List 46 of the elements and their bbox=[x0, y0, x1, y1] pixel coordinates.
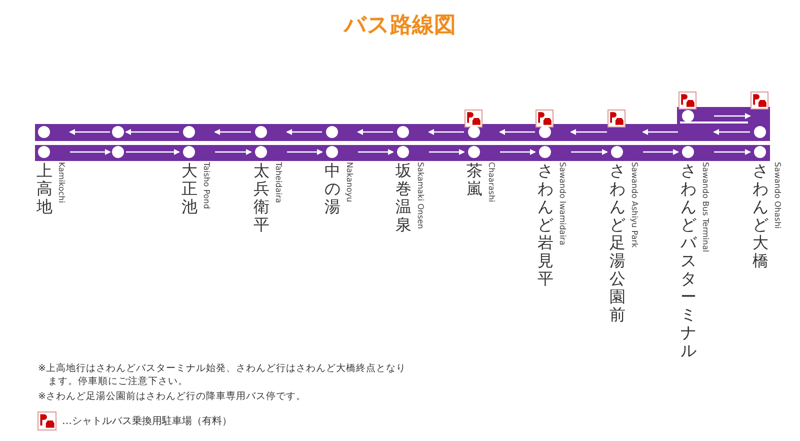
stop-marker bbox=[112, 126, 124, 158]
stop-name-romaji: Nakanoyu bbox=[344, 162, 354, 202]
stop-name: さわんど岩見平 bbox=[537, 162, 554, 288]
direction-arrow bbox=[214, 129, 251, 135]
stop-name: 大正池 bbox=[181, 162, 198, 216]
stop-name-romaji: Sawando Bus Terminal bbox=[700, 162, 710, 252]
title: バス路線図 bbox=[342, 12, 457, 40]
stop-name-romaji: Taheidaira bbox=[273, 162, 283, 204]
direction-arrow bbox=[428, 129, 464, 135]
direction-arrow bbox=[286, 129, 322, 135]
direction-arrow bbox=[713, 129, 750, 135]
direction-arrow bbox=[571, 149, 608, 155]
stop-name: 茶嵐 bbox=[466, 162, 483, 198]
stop-name-romaji: Sakamaki Onsen bbox=[415, 162, 425, 229]
note: ※上高地行はさわんどバスターミナル始発、さわんど行はさわんど大橋終点となります。停車順にご注意下さい。 bbox=[38, 362, 407, 388]
stop-name: さわんど大橋 bbox=[752, 162, 769, 270]
direction-arrow bbox=[642, 129, 678, 135]
direction-arrow bbox=[357, 129, 393, 135]
stop-name: 坂巻温泉 bbox=[395, 162, 412, 234]
direction-arrow bbox=[500, 149, 536, 155]
stop-name: さわんど足湯公園前 bbox=[609, 162, 626, 324]
direction-arrow bbox=[126, 149, 180, 155]
direction-arrow bbox=[499, 129, 535, 135]
stop-name-romaji: Sawando Ohashi bbox=[772, 162, 782, 229]
direction-arrow bbox=[358, 149, 394, 155]
direction-arrow bbox=[570, 129, 607, 135]
stop-name-romaji: Sawando Ashiyu Park bbox=[629, 162, 639, 248]
stop-name: 上高地 bbox=[36, 162, 53, 216]
stop-name-romaji: Kamikochi bbox=[56, 162, 66, 203]
stop-name: 中の湯 bbox=[324, 162, 341, 216]
stop-name: さわんどバスターミナル bbox=[680, 162, 697, 360]
stop-name-romaji: Chaarashi bbox=[486, 162, 496, 202]
direction-arrow bbox=[69, 129, 110, 135]
direction-arrow bbox=[287, 149, 323, 155]
stop-name: 太兵衛平 bbox=[253, 162, 270, 234]
direction-arrow bbox=[643, 149, 679, 155]
direction-arrow bbox=[714, 149, 751, 155]
note: ※さわんど足湯公園前はさわんど行の降車専用バス停です。 bbox=[38, 390, 307, 403]
direction-arrow bbox=[429, 149, 465, 155]
direction-arrow bbox=[714, 113, 751, 119]
direction-arrow bbox=[125, 129, 179, 135]
stop-name-romaji: Sawando Iwamidaira bbox=[557, 162, 567, 246]
direction-arrow bbox=[215, 149, 252, 155]
direction-arrow bbox=[70, 149, 111, 155]
legend-text: …シャトルバス乗換用駐車場（有料） bbox=[62, 414, 232, 428]
stop-name-romaji: Taisho Pond bbox=[201, 162, 211, 209]
